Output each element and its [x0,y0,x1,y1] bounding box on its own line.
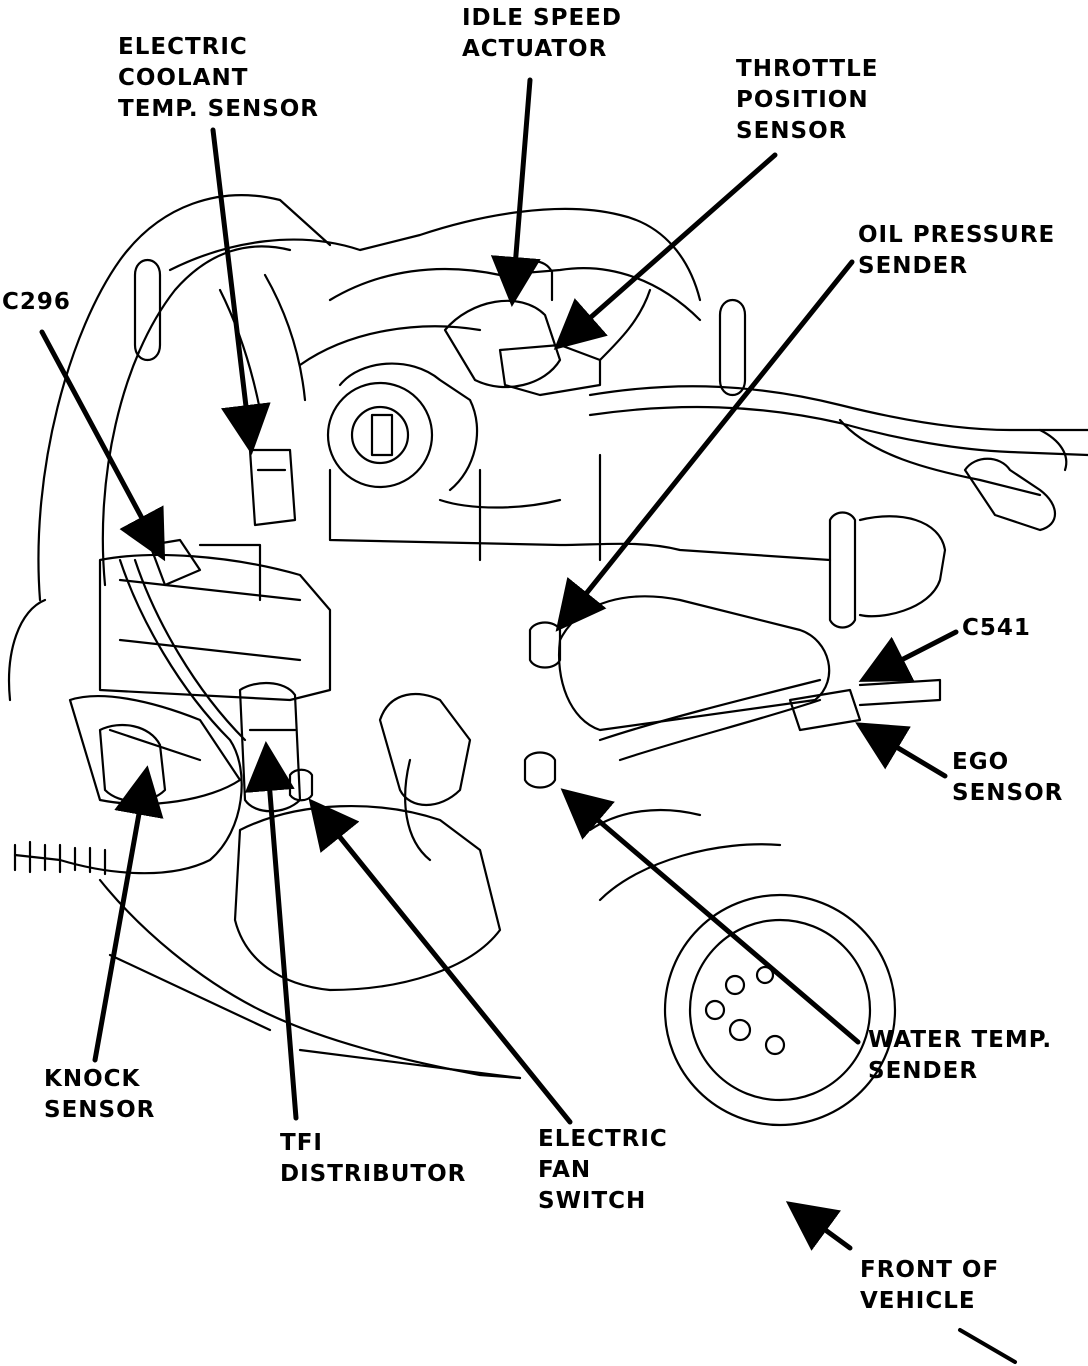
water-temp-sender-body [523,751,557,789]
label-c541: C541 [962,613,1031,644]
cover-slot [133,259,162,361]
label-line: SENSOR [952,780,1064,806]
label-line: C296 [2,289,71,315]
arrow-tfi-distributor [244,741,299,1121]
arrow-coolant-temp-sensor [210,127,271,455]
label-electric-fan-switch: ELECTRIC FAN SWITCH [538,1124,668,1217]
label-line: ACTUATOR [462,36,608,62]
label-line: FAN [538,1157,592,1183]
label-line: COOLANT [118,65,249,91]
label-line: SENSOR [736,118,848,144]
arrow-electric-fan-switch [308,798,573,1125]
harmonic-balancer [663,893,897,1127]
oil-pressure-sender-body [528,621,562,669]
c541-connector [858,678,942,707]
label-line: THROTTLE [736,56,879,82]
label-knock-sensor: KNOCK SENSOR [44,1064,155,1126]
label-line: VEHICLE [860,1288,976,1314]
label-line: SENDER [868,1058,979,1084]
label-water-temp-sender: WATER TEMP. SENDER [868,1025,1052,1087]
label-idle-speed-actuator: IDLE SPEED ACTUATOR [462,3,622,65]
arrow-oil-pressure-sender [555,259,855,632]
tps-connector [498,343,602,397]
arrow-c541 [858,629,959,682]
label-line: FRONT OF [860,1257,1000,1283]
coolant-temp-sensor-body [248,448,297,527]
timing-cover-outline [37,194,332,602]
label-c296: C296 [2,287,71,318]
label-electric-coolant-temp-sensor: ELECTRIC COOLANT TEMP. SENSOR [118,32,319,125]
wiring-harness-left [13,558,243,875]
arrow-c296 [39,329,166,562]
c296-connector [148,538,202,587]
coolant-hose [378,692,472,806]
arrow-front-of-vehicle [785,1201,853,1251]
label-oil-pressure-sender: OIL PRESSURE SENDER [858,220,1055,282]
label-line: C541 [962,615,1031,641]
label-line: TEMP. SENSOR [118,96,320,122]
idle-speed-actuator-body [443,299,562,389]
label-throttle-position-sensor: THROTTLE POSITION SENSOR [736,54,878,147]
front-of-vehicle-tail [958,1328,1017,1364]
label-line: SWITCH [538,1188,647,1214]
arrow-water-temp-sender [560,788,861,1045]
arrow-ego-sensor [855,722,948,779]
label-line: DISTRIBUTOR [280,1161,467,1187]
arrow-idle-speed-actuator [490,77,541,307]
arrow-throttle-position-sensor [553,152,778,350]
wiring-harness-right [588,385,1088,432]
label-line: TFI [280,1130,323,1156]
label-line: EGO [952,749,1010,775]
lower-intake-rail [98,553,332,702]
label-line: SENSOR [44,1097,156,1123]
label-line: POSITION [736,87,869,113]
label-line: KNOCK [44,1066,141,1092]
electric-fan-switch-body [288,768,314,802]
valve-cover-edge [328,468,832,562]
label-front-of-vehicle: FRONT OF VEHICLE [860,1255,999,1317]
label-tfi-distributor: TFI DISTRIBUTOR [280,1128,466,1190]
label-line: WATER TEMP. [868,1027,1053,1053]
ego-sensor-body [788,688,862,732]
label-line: OIL PRESSURE [858,222,1056,248]
label-line: SENDER [858,253,969,279]
arrow-knock-sensor [92,765,164,1063]
label-line: ELECTRIC [538,1126,668,1152]
throttle-body-pulley [326,381,434,489]
intake-plenum-top [168,207,702,302]
label-line: ELECTRIC [118,34,248,60]
label-line: IDLE SPEED [462,5,622,31]
label-ego-sensor: EGO SENSOR [952,747,1063,809]
engine-line-art [8,194,1088,1127]
leader-arrows [39,77,959,1251]
